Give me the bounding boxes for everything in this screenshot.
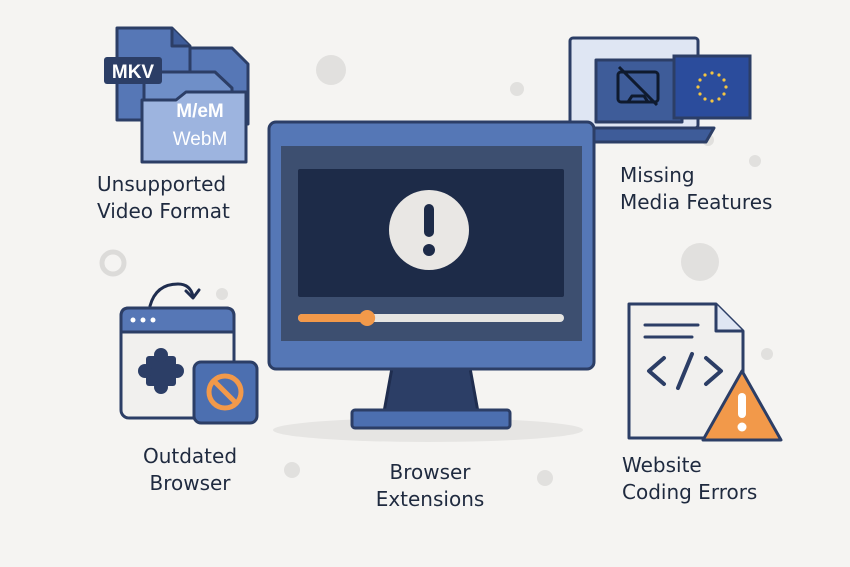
code-file-icon — [627, 302, 745, 440]
alert-triangle-icon — [701, 369, 783, 442]
refresh-arrow-icon — [148, 282, 201, 308]
background-dots — [99, 55, 773, 486]
video-progress-handle — [359, 310, 376, 326]
label-browser-extensions: Browser Extensions — [368, 459, 492, 513]
mlem-label: M/eM — [176, 101, 224, 122]
label-line: Browser — [389, 460, 471, 484]
label-line: Video Format — [97, 199, 230, 223]
label-outdated-browser: Outdated Browser — [135, 443, 245, 497]
label-line: Unsupported — [97, 172, 227, 196]
laptop-icon — [554, 36, 716, 144]
puzzle-icon — [138, 348, 184, 394]
label-unsupported-video-format: Unsupported Video Format — [97, 171, 230, 225]
label-line: Website — [622, 453, 702, 477]
label-line: Outdated — [142, 444, 238, 468]
label-line: Extensions — [375, 487, 485, 511]
monitor-icon — [267, 120, 596, 442]
mkv-label: MKV — [112, 62, 155, 83]
mkv-badge — [104, 57, 162, 84]
label-line: Media Features — [620, 190, 773, 214]
webm-label: WebM — [173, 129, 228, 150]
label-line: Missing — [620, 163, 695, 187]
eu-flag-icon — [672, 54, 752, 120]
label-missing-media-features: Missing Media Features — [620, 162, 772, 216]
file-stack-icon: MKV M/eM WebM — [104, 26, 250, 164]
label-line: Coding Errors — [622, 480, 758, 504]
video-progress-fill — [298, 314, 368, 322]
label-website-coding-errors: Website Coding Errors — [622, 452, 757, 506]
label-line: Browser — [149, 471, 231, 495]
warning-icon — [389, 190, 469, 270]
blocked-icon — [192, 360, 259, 425]
